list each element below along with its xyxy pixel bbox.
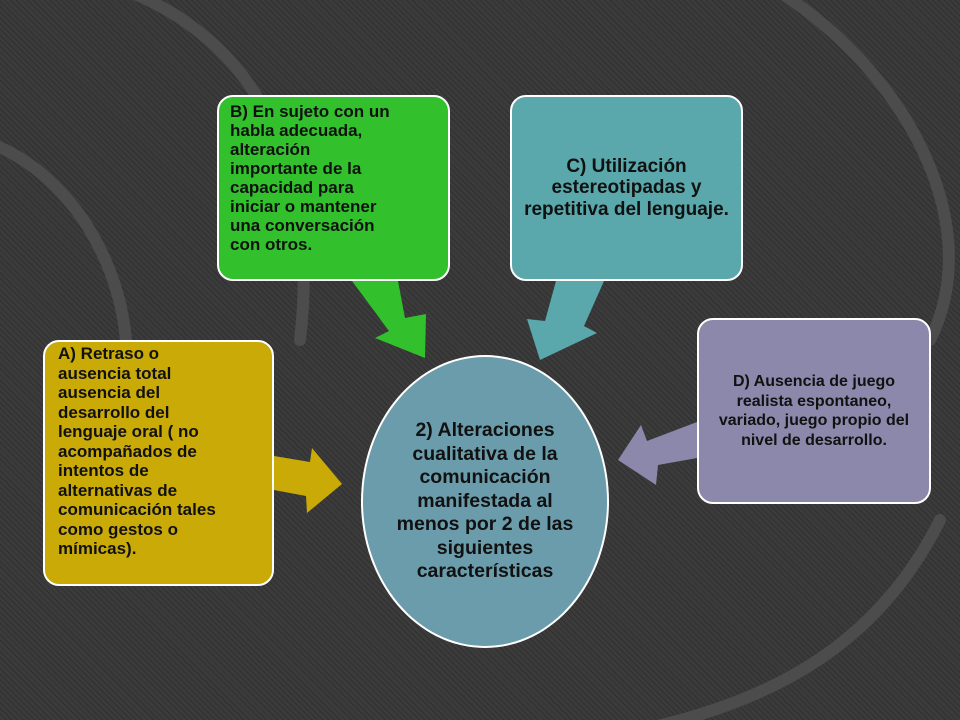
deco-arc-4: [656, 514, 946, 720]
arrow-b-to-center: [352, 281, 426, 358]
box-d-text: D) Ausencia de juego realista espontaneo…: [718, 373, 910, 449]
box-b: B) En sujeto con un habla adecuada, alte…: [217, 95, 450, 281]
center-ellipse-text: 2) Alteraciones cualitativa de la comuni…: [396, 419, 574, 583]
arrow-c-to-center: [527, 281, 604, 360]
center-ellipse: 2) Alteraciones cualitativa de la comuni…: [361, 355, 609, 648]
box-c: C) Utilización estereotipadas y repetiti…: [510, 95, 743, 281]
box-a: A) Retraso o ausencia total ausencia del…: [43, 340, 274, 586]
arrow-a-to-center: [274, 448, 342, 513]
box-d: D) Ausencia de juego realista espontaneo…: [697, 318, 931, 504]
box-b-text: B) En sujeto con un habla adecuada, alte…: [230, 102, 390, 254]
arrow-d-to-center: [618, 422, 697, 485]
box-c-text: C) Utilización estereotipadas y repetiti…: [524, 155, 729, 220]
deco-arc-3: [780, 0, 955, 346]
box-a-text: A) Retraso o ausencia total ausencia del…: [58, 344, 216, 558]
